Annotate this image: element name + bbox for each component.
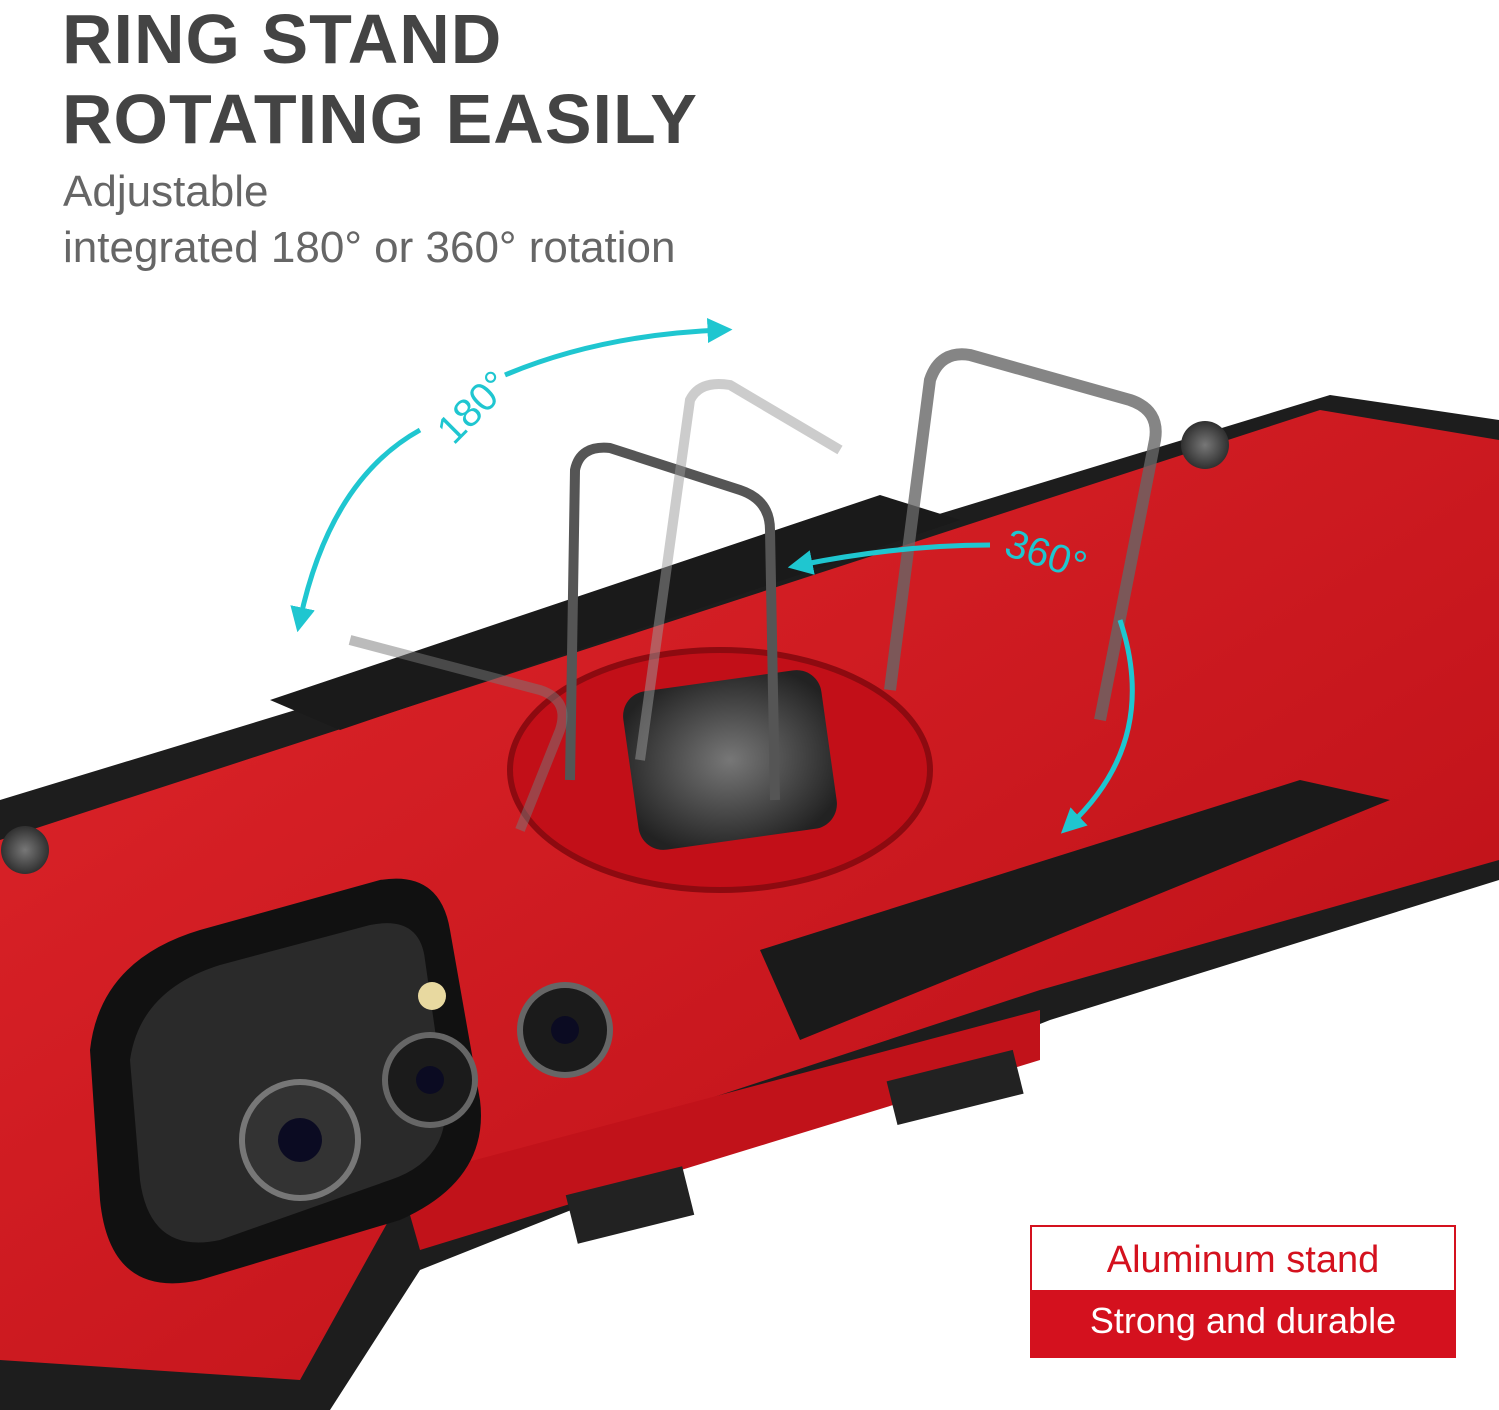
screw — [1181, 421, 1229, 469]
side-button — [565, 1166, 695, 1244]
headline-line-2: ROTATING EASILY — [62, 80, 698, 158]
flash — [418, 982, 446, 1010]
badge-title: Aluminum stand — [1032, 1227, 1454, 1290]
badge-subtitle: Strong and durable — [1032, 1290, 1454, 1356]
ring-stand — [348, 348, 1162, 893]
rotate-arrow — [1060, 619, 1135, 834]
subtitle-line-2: integrated 180° or 360° rotation — [63, 223, 676, 272]
grip-top — [270, 495, 960, 730]
screw — [1, 826, 49, 874]
headline-line-1: RING STAND — [62, 0, 503, 78]
flip-angle-label: 180° — [429, 363, 519, 453]
feature-badge: Aluminum stand Strong and durable — [1030, 1225, 1456, 1358]
grip-bottom — [760, 780, 1390, 1040]
subtitle-line-1: Adjustable — [63, 167, 269, 216]
rotate-arrow — [787, 542, 991, 575]
flip-arrow — [504, 318, 733, 378]
flip-arrow — [290, 427, 422, 633]
phone-case — [0, 348, 1499, 1410]
side-button — [886, 1049, 1024, 1126]
camera-module — [90, 878, 613, 1284]
